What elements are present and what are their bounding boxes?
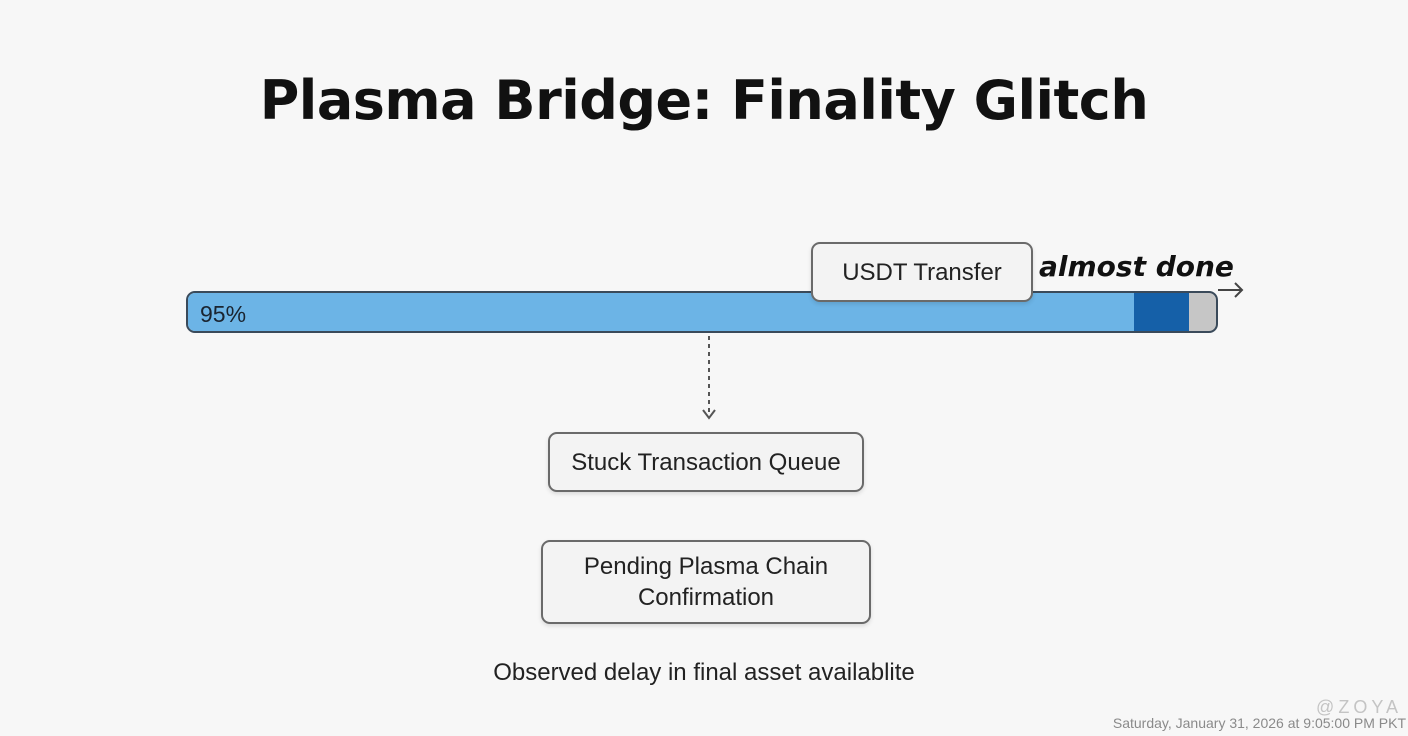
dashed-arrow-down-icon — [702, 336, 716, 420]
arrow-right-icon — [1218, 282, 1244, 298]
usdt-transfer-box: USDT Transfer — [811, 242, 1033, 302]
page-title: Plasma Bridge: Finality Glitch — [259, 69, 1149, 132]
pending-label-line1: Pending Plasma Chain — [583, 553, 829, 580]
usdt-transfer-label: USDT Transfer — [842, 258, 1002, 286]
stuck-transaction-queue-label: Stuck Transaction Queue — [571, 448, 841, 476]
pending-confirmation-box: Pending Plasma Chain Confirmation — [541, 540, 871, 624]
almost-done-annotation: almost done — [1039, 250, 1234, 283]
stuck-transaction-queue-box: Stuck Transaction Queue — [548, 432, 864, 492]
progress-percent-label: 95% — [200, 301, 247, 327]
watermark: @ZOYA — [1316, 697, 1402, 717]
progress-bar — [186, 291, 1218, 333]
pending-label-line2: Confirmation — [637, 584, 775, 611]
progress-fill-dark — [1133, 293, 1190, 331]
timestamp: Saturday, January 31, 2026 at 9:05:00 PM… — [1112, 715, 1406, 731]
caption-text: Observed delay in final asset availablit… — [493, 659, 915, 686]
pending-confirmation-label: Pending Plasma Chain Confirmation — [584, 551, 828, 613]
